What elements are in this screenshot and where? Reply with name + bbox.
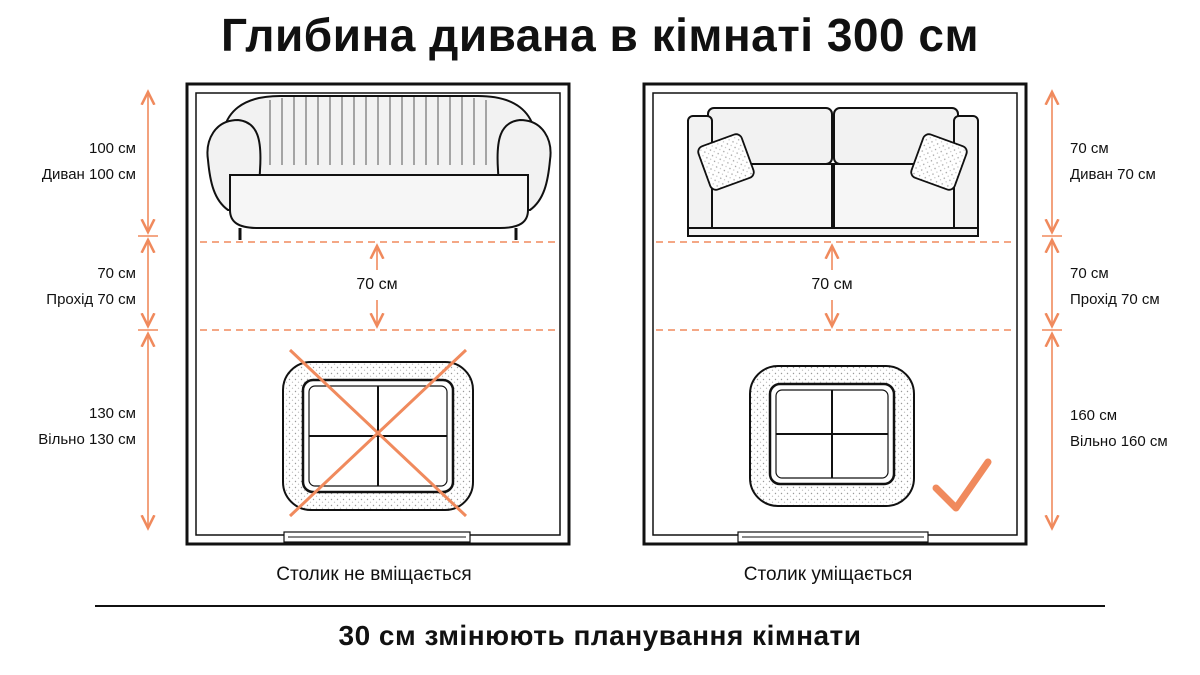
coffee-table <box>282 361 474 511</box>
dim-value: 130 см <box>88 405 136 422</box>
page-title: Глибина дивана в кімнаті 300 см <box>221 9 979 61</box>
check-icon <box>932 458 992 512</box>
dim-label: Прохід 70 см <box>1070 291 1160 308</box>
room-right-caption: Столик уміщається <box>743 564 913 585</box>
dim-left-free: 130 см Вільно 130 см <box>6 401 136 453</box>
dim-left-sofa: 100 см Диван 100 см <box>6 136 136 188</box>
dimension-left <box>138 92 158 528</box>
sofa-curved <box>206 95 552 240</box>
dim-label: Вільно 160 см <box>1070 433 1168 450</box>
dim-label: Диван 100 см <box>41 166 136 183</box>
dim-value: 160 см <box>1070 407 1118 424</box>
gap-label-right: 70 см <box>811 276 853 293</box>
dim-label: Прохід 70 см <box>46 291 136 308</box>
room-right <box>642 82 1028 546</box>
dim-label: Вільно 130 см <box>38 431 136 448</box>
room-left-caption: Столик не вміщається <box>276 564 472 585</box>
dim-right-passage: 70 см Прохід 70 см <box>1070 261 1200 313</box>
room-left <box>185 82 571 546</box>
sofa-boxy <box>687 107 979 237</box>
dim-left-passage: 70 см Прохід 70 см <box>6 261 136 313</box>
dim-right-free: 160 см Вільно 160 см <box>1070 403 1200 455</box>
dimension-right <box>1042 92 1062 528</box>
gap-label-left: 70 см <box>356 276 398 293</box>
dim-value: 70 см <box>1070 265 1109 282</box>
dim-value: 70 см <box>97 265 136 282</box>
coffee-table <box>749 365 915 507</box>
dim-right-sofa: 70 см Диван 70 см <box>1070 136 1200 188</box>
footer-text: 30 см змінюють планування кімнати <box>338 620 862 651</box>
dim-value: 70 см <box>1070 140 1109 157</box>
dim-value: 100 см <box>88 140 136 157</box>
dim-label: Диван 70 см <box>1070 166 1156 183</box>
cross-icon <box>288 348 468 518</box>
